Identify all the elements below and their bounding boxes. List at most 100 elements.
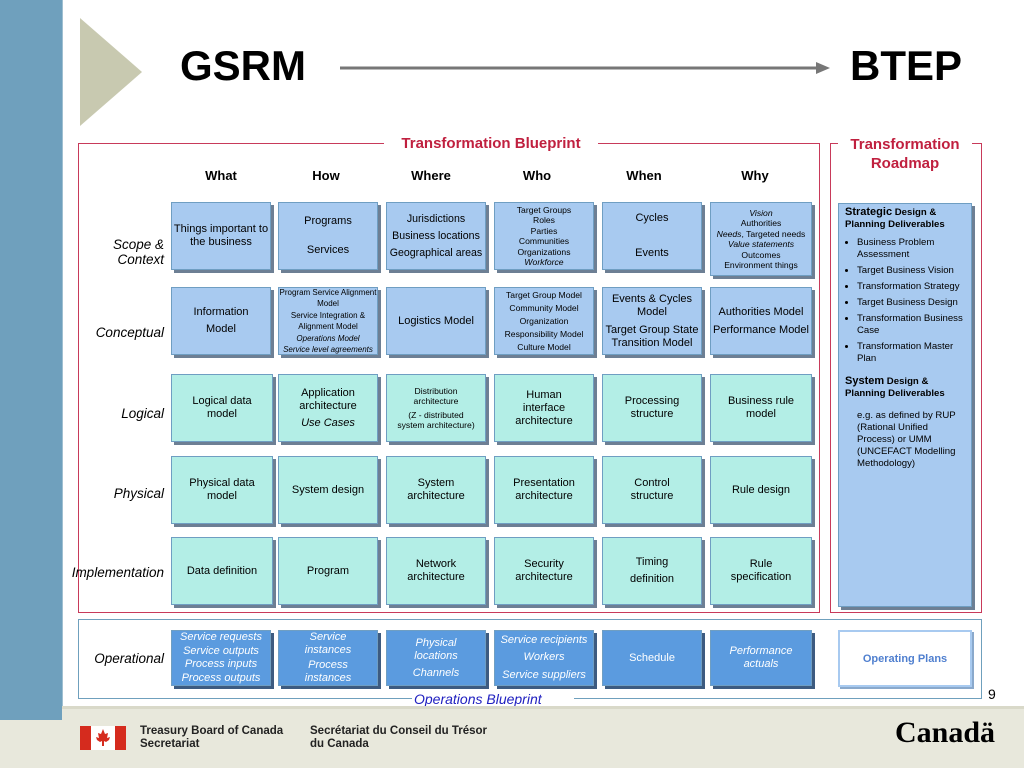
cell-implementation-why: Rule specification — [710, 537, 812, 605]
cell-text: Workers — [523, 651, 565, 664]
cell-text: Communities — [518, 236, 570, 246]
cell-text: Target Group State Transition Model — [605, 323, 699, 349]
cell-text: Performance actuals — [729, 645, 793, 670]
strategic-heading-rest: Design & Planning Deliverables — [845, 207, 945, 230]
cell-physical-how: System design — [278, 456, 378, 524]
cell-text: Organization Responsibility Model — [504, 315, 584, 339]
blueprint-title: Transformation Blueprint — [384, 135, 598, 152]
cell-text: Authorities Model — [718, 306, 804, 318]
cell-text: Things important to the business — [173, 223, 269, 248]
cell-text: Service suppliers — [502, 668, 586, 681]
cell-text: Performance Model — [713, 324, 809, 336]
footer-english-line: Treasury Board of Canada — [140, 725, 284, 737]
cell-conceptual-when: Events & Cycles Model Target Group State… — [602, 287, 702, 355]
cell-physical-why: Rule design — [710, 456, 812, 524]
cell-text: Process instances — [304, 659, 352, 684]
cell-text: Logical data model — [192, 395, 252, 420]
roadmap-deliverables-panel: Strategic Design & Planning Deliverables… — [838, 203, 972, 607]
system-heading-main: System — [845, 375, 885, 387]
cell-text: Service requests — [180, 631, 262, 643]
cell-scope-when: Cycles Events — [602, 202, 702, 270]
cell-text: Business rule model — [727, 395, 795, 420]
footer-band — [0, 706, 1024, 768]
cell-implementation-what: Data definition — [171, 537, 273, 605]
cell-logical-how: Application architecture Use Cases — [278, 374, 378, 442]
canada-wordmark: Canadä — [895, 716, 996, 749]
list-item: Transformation Strategy — [857, 281, 965, 293]
cell-implementation-who: Security architecture — [494, 537, 594, 605]
cell-text: definition — [629, 573, 675, 585]
row-header-implementation: Implementation — [71, 565, 164, 580]
cell-implementation-where: Network architecture — [386, 537, 486, 605]
cell-conceptual-where: Logistics Model — [386, 287, 486, 355]
left-accent-bar — [0, 0, 62, 706]
row-header-scope: Scope & Context — [112, 237, 164, 267]
cell-text: Needs, Targeted needs — [717, 229, 806, 240]
list-item: Transformation Master Plan — [857, 341, 965, 365]
cell-text: Information — [193, 306, 249, 318]
cell-text: Service recipients — [500, 633, 588, 646]
cell-physical-when: Control structure — [602, 456, 702, 524]
list-item: Business Problem Assessment — [857, 237, 965, 261]
cell-text: Physical locations — [414, 636, 458, 662]
cell-scope-who: Target Groups Roles Parties Communities … — [494, 202, 594, 270]
cell-text-targeted: , Targeted needs — [741, 228, 806, 239]
cell-text: Environment things — [724, 260, 798, 270]
column-header-why: Why — [741, 168, 769, 183]
column-header-how: How — [312, 168, 340, 183]
cell-logical-why: Business rule model — [710, 374, 812, 442]
cell-physical-where: System architecture — [386, 456, 486, 524]
cell-text: Value statements — [727, 239, 795, 249]
cell-logical-where: Distribution architecture (Z - distribut… — [386, 374, 486, 442]
cell-operational-when: Schedule — [602, 630, 702, 686]
cell-text: Channels — [412, 666, 460, 679]
cell-text: Target Group Model — [506, 289, 582, 300]
row-header-operational: Operational — [94, 651, 164, 666]
strategic-list: Business Problem Assessment Target Busin… — [845, 237, 965, 365]
cell-text: Authorities — [740, 218, 782, 228]
cell-scope-how: Programs Services — [278, 202, 378, 270]
cell-text: Target Groups — [516, 204, 572, 215]
cell-text: Process outputs — [181, 671, 261, 684]
cell-logical-what: Logical data model — [171, 374, 273, 442]
footer-french-line: Secrétariat du Conseil du Trésor — [310, 725, 488, 737]
cell-text: (Z - distributed system architecture) — [397, 409, 475, 431]
cell-text: Process inputs — [184, 658, 258, 670]
page-number: 9 — [988, 686, 996, 702]
list-item: Target Business Vision — [857, 265, 965, 277]
cell-text: Logistics Model — [398, 314, 474, 327]
strategic-heading-main: Strategic — [845, 206, 893, 218]
cell-physical-what: Physical data model — [171, 456, 273, 524]
canada-flag-icon — [80, 726, 126, 750]
cell-logical-who: Human interface architecture — [494, 374, 594, 442]
cell-operational-where: Physical locations Channels — [386, 630, 486, 686]
cell-text: Rule specification — [730, 558, 792, 583]
footer-english-line: Secretariat — [140, 738, 200, 750]
cell-text: Human interface architecture — [515, 388, 573, 427]
cell-text-needs: Needs — [716, 228, 742, 239]
cell-conceptual-why: Authorities Model Performance Model — [710, 287, 812, 355]
column-header-what: What — [205, 168, 237, 183]
cell-operational-who: Service recipients Workers Service suppl… — [494, 630, 594, 686]
cell-text: Cycles — [635, 212, 669, 224]
cell-text: Rule design — [731, 483, 791, 496]
play-triangle-icon — [80, 18, 142, 126]
row-header-conceptual: Conceptual — [95, 325, 164, 340]
cell-text: Services — [306, 244, 350, 256]
cell-text: Events & Cycles Model — [611, 292, 693, 318]
footer-french: Secrétariat du Conseil du Trésor du Cana… — [310, 725, 487, 751]
footer-rule — [62, 706, 1024, 709]
cell-conceptual-what: Information Model — [171, 287, 271, 355]
cell-text: Culture Model — [517, 341, 571, 352]
cell-text: Application architecture — [299, 386, 357, 412]
cell-text: System design — [291, 483, 365, 496]
cell-text: Jurisdictions — [406, 212, 466, 225]
row-header-physical: Physical — [113, 486, 164, 501]
cell-text: Model — [206, 323, 236, 335]
gsrm-title: GSRM — [180, 42, 306, 89]
cell-text: Events — [635, 247, 669, 259]
cell-operational-how: Service instances Process instances — [278, 630, 378, 686]
cell-text: Roles — [533, 215, 555, 225]
cell-text: Business locations — [392, 229, 480, 242]
cell-text: Program — [306, 564, 350, 577]
